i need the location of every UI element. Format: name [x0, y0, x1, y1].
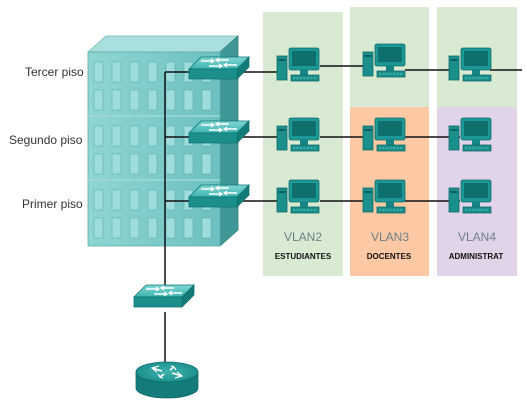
building — [86, 35, 240, 247]
building-window — [93, 189, 104, 211]
building-window — [111, 153, 122, 175]
building-window — [111, 89, 122, 111]
floor-label-first: Primer piso — [22, 197, 83, 211]
building-window — [183, 217, 194, 239]
building-window — [147, 153, 158, 175]
building-window — [111, 189, 122, 211]
building-window — [111, 217, 122, 239]
building-window — [93, 217, 104, 239]
router-icon — [135, 361, 199, 399]
building-window — [201, 153, 212, 175]
building-window — [129, 125, 140, 147]
building-window — [165, 153, 176, 175]
building-window — [165, 217, 176, 239]
building-window — [129, 189, 140, 211]
building-window — [129, 153, 140, 175]
building-window — [129, 217, 140, 239]
floor-label-second: Segundo piso — [9, 133, 83, 147]
building-window — [129, 61, 140, 83]
building-window — [111, 61, 122, 83]
building-window — [201, 89, 212, 111]
building-window — [147, 61, 158, 83]
building-window — [147, 189, 158, 211]
building-window — [93, 89, 104, 111]
vlan3-name: VLAN3 — [370, 230, 410, 244]
building-window — [111, 125, 122, 147]
vlan2-description: ESTUDIANTES — [274, 252, 332, 261]
building-window — [183, 153, 194, 175]
floor-label-third: Tercer piso — [25, 65, 84, 79]
switch-icon — [188, 184, 250, 208]
vlan3-description: DOCENTES — [366, 252, 412, 261]
building-window — [147, 89, 158, 111]
building-window — [93, 61, 104, 83]
building-window — [183, 89, 194, 111]
building-window — [165, 89, 176, 111]
building-window — [129, 89, 140, 111]
vlan4-name: VLAN4 — [457, 230, 497, 244]
building-window — [147, 217, 158, 239]
building-window — [147, 125, 158, 147]
switch-icon — [133, 284, 195, 308]
building-window — [165, 125, 176, 147]
switch-icon — [188, 120, 250, 144]
building-window — [201, 217, 212, 239]
switch-icon — [188, 56, 250, 80]
vlan2-name: VLAN2 — [283, 230, 323, 244]
building-window — [165, 189, 176, 211]
vlan4-description: ADMINISTRAT — [448, 252, 504, 261]
building-window — [93, 125, 104, 147]
building-window — [93, 153, 104, 175]
